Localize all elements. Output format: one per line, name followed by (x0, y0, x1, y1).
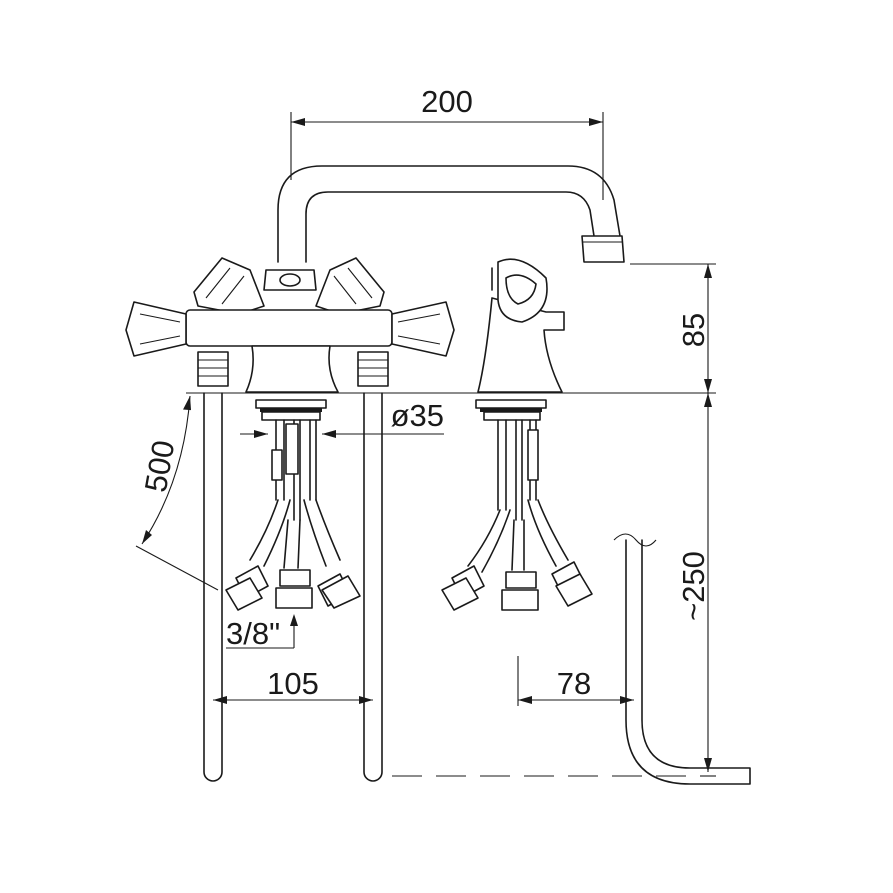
dimension-base-diameter: ø35 (240, 398, 444, 438)
dimension-label-outlet-offset: 78 (557, 666, 591, 701)
dimension-spout-reach: 200 (290, 84, 604, 200)
dimension-label-connection-thread: 3/8" (226, 616, 280, 651)
dimension-label-pipe-length: ~250 (676, 551, 711, 621)
dimension-pipe-spacing: 105 (213, 666, 373, 704)
dimension-outlet-offset: 78 (517, 656, 634, 706)
dimension-label-base-diameter: ø35 (391, 398, 444, 433)
dimension-body-height: 85 (186, 263, 716, 394)
left-hose-assembly (225, 399, 361, 611)
spout (277, 165, 625, 263)
dimension-label-pipe-spacing: 105 (267, 666, 319, 701)
left-supply-pipes (203, 392, 383, 782)
outlet-pipe (613, 533, 751, 785)
dimension-label-hose-length: 500 (138, 438, 181, 495)
dimension-label-spout-reach: 200 (421, 84, 473, 119)
right-mixer-side-view (441, 258, 593, 611)
dimension-pipe-length: ~250 (676, 393, 712, 772)
dimension-connection-thread: 3/8" (226, 614, 298, 651)
dimension-label-body-height: 85 (676, 313, 711, 347)
left-mixer-body (125, 257, 455, 393)
dimension-hose-length: 500 (135, 395, 219, 591)
